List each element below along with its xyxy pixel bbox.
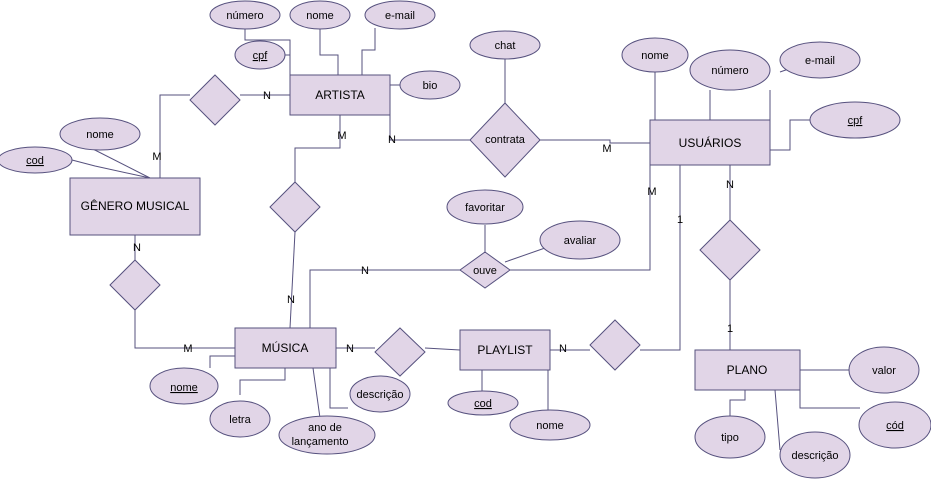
svg-text:descrição: descrição: [791, 450, 838, 462]
attribute-usuarios-numero: número: [689, 49, 771, 91]
attribute-usuarios-nome: nome: [621, 37, 689, 73]
relationship-label: contrata: [485, 134, 526, 146]
attribute-plano-valor: valor: [848, 346, 920, 394]
svg-text:número: número: [711, 65, 748, 77]
cardinality-labels: N M N M M N N M N M N 1 N N 1: [133, 90, 734, 355]
attribute-usuarios-email: e-mail: [779, 41, 861, 79]
svg-text:bio: bio: [423, 80, 438, 92]
entity-label: PLAYLIST: [477, 343, 533, 357]
svg-text:e-mail: e-mail: [805, 55, 835, 67]
svg-text:ano de: ano de: [308, 422, 342, 434]
cardinality-label: M: [183, 343, 192, 355]
relationship-artista-musica: [269, 181, 321, 233]
cardinality-label: 1: [677, 214, 683, 226]
cardinality-label: N: [346, 343, 354, 355]
attribute-musica-ano-lancamento: ano de lançamento: [278, 415, 376, 455]
cardinality-label: N: [133, 242, 141, 254]
attribute-usuarios-cpf: cpf: [809, 101, 901, 139]
cardinality-label: N: [287, 294, 295, 306]
svg-text:nome: nome: [306, 10, 334, 22]
svg-text:nome: nome: [641, 50, 669, 62]
attribute-contrata-chat: chat: [469, 30, 541, 60]
relationship-musica-playlist: [374, 327, 426, 377]
svg-text:lançamento: lançamento: [292, 436, 349, 448]
attribute-plano-descricao: descrição: [779, 431, 851, 479]
attribute-musica-nome: nome: [149, 367, 219, 405]
entity-label: ARTISTA: [315, 88, 365, 102]
svg-text:chat: chat: [495, 40, 516, 52]
svg-text:descrição: descrição: [356, 389, 403, 401]
attribute-genero-cod: cod: [0, 146, 73, 174]
svg-text:cod: cod: [474, 398, 492, 410]
svg-text:cpf: cpf: [848, 115, 864, 127]
cardinality-label: M: [647, 186, 656, 198]
svg-text:valor: valor: [872, 365, 896, 377]
cardinality-label: M: [337, 130, 346, 142]
relationship-contrata: contrata: [469, 102, 541, 178]
attribute-musica-letra: letra: [209, 400, 271, 438]
attribute-playlist-cod: cod: [447, 390, 519, 416]
entity-artista: ARTISTA: [289, 74, 391, 116]
relationship-playlist-usuarios: [589, 319, 641, 371]
entity-label: GÊNERO MUSICAL: [81, 198, 190, 213]
cardinality-label: 1: [727, 323, 733, 335]
svg-text:avaliar: avaliar: [564, 235, 597, 247]
entity-playlist: PLAYLIST: [459, 329, 551, 371]
cardinality-label: N: [388, 134, 396, 146]
svg-text:e-mail: e-mail: [385, 10, 415, 22]
attribute-plano-tipo: tipo: [694, 415, 766, 459]
connector-lines: [71, 28, 860, 451]
relationship-genero-musica: [109, 259, 161, 311]
svg-text:nome: nome: [170, 382, 198, 394]
svg-text:letra: letra: [229, 414, 251, 426]
relationship-label: ouve: [473, 265, 497, 277]
svg-text:cod: cod: [26, 155, 44, 167]
attribute-artista-numero: número: [209, 0, 281, 30]
relationship-usuarios-plano: [699, 219, 761, 281]
attribute-artista-nome: nome: [289, 0, 351, 30]
entity-label: USUÁRIOS: [679, 135, 742, 150]
entity-usuarios: USUÁRIOS: [649, 119, 771, 166]
relationship-artista-genero: [189, 74, 241, 126]
attribute-playlist-nome: nome: [509, 409, 591, 441]
entity-musica: MÚSICA: [234, 327, 337, 369]
relationship-ouve: ouve: [459, 251, 511, 289]
svg-text:cpf: cpf: [253, 50, 269, 62]
attribute-ouve-favoritar: favoritar: [446, 189, 524, 225]
cardinality-label: N: [726, 179, 734, 191]
attribute-musica-descricao: descrição: [349, 375, 411, 413]
svg-text:número: número: [226, 10, 263, 22]
entity-label: MÚSICA: [262, 340, 309, 355]
entity-genero-musical: GÊNERO MUSICAL: [69, 177, 201, 236]
attribute-artista-email: e-mail: [364, 0, 436, 30]
svg-text:tipo: tipo: [721, 432, 739, 444]
attribute-genero-nome: nome: [59, 117, 141, 151]
entity-plano: PLANO: [694, 349, 801, 391]
attribute-artista-bio: bio: [399, 70, 461, 100]
attribute-ouve-avaliar: avaliar: [539, 220, 621, 260]
svg-text:nome: nome: [86, 129, 114, 141]
cardinality-label: M: [152, 151, 161, 163]
cardinality-label: N: [559, 343, 567, 355]
cardinality-label: N: [263, 90, 271, 102]
cardinality-label: M: [602, 143, 611, 155]
attribute-plano-cod: cód: [858, 401, 931, 449]
svg-text:nome: nome: [536, 420, 564, 432]
svg-text:cód: cód: [886, 420, 904, 432]
cardinality-label: N: [361, 265, 369, 277]
attribute-artista-cpf: cpf: [234, 40, 286, 70]
svg-text:favoritar: favoritar: [465, 202, 505, 214]
entity-label: PLANO: [727, 363, 768, 377]
